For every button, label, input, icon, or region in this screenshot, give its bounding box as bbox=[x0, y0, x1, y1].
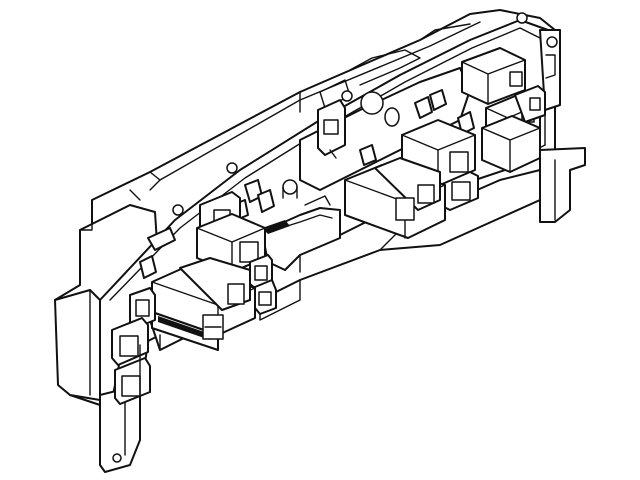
relay-slot bbox=[529, 97, 541, 111]
relay-slot bbox=[509, 71, 523, 87]
relay-terminal bbox=[451, 181, 471, 201]
relay-block-center-lower bbox=[344, 157, 446, 239]
socket-slot bbox=[121, 375, 141, 397]
right-mounting-tab bbox=[539, 29, 586, 223]
socket-slot bbox=[135, 299, 150, 317]
relay-socket-upper bbox=[317, 99, 346, 159]
relay-slot bbox=[254, 265, 268, 281]
mounting-hole bbox=[112, 453, 122, 463]
frame-outline-details bbox=[79, 29, 561, 411]
relay-terminal bbox=[417, 184, 435, 204]
relay-block-left-lower bbox=[151, 257, 256, 351]
relay-terminal bbox=[449, 151, 469, 173]
relay-block-left-upper bbox=[196, 213, 277, 315]
socket-slot bbox=[323, 119, 339, 135]
fuse-holder-center bbox=[261, 195, 341, 273]
peg-3 bbox=[341, 90, 353, 102]
left-edge-sockets bbox=[111, 227, 176, 405]
relay-terminal bbox=[227, 283, 245, 305]
relay-terminal bbox=[395, 197, 415, 221]
frame-pegs bbox=[172, 12, 528, 216]
left-mounting-bracket bbox=[99, 384, 141, 473]
screw-hole-top-right bbox=[546, 36, 558, 48]
peg-4 bbox=[516, 12, 528, 24]
relay-block-right-middle bbox=[481, 115, 541, 173]
peg-2 bbox=[226, 162, 238, 174]
relay-slot bbox=[258, 291, 272, 306]
round-hole-small bbox=[384, 107, 400, 127]
socket-slot bbox=[119, 335, 139, 357]
cylinder-post bbox=[282, 179, 298, 195]
round-hole-large bbox=[360, 91, 384, 115]
small-connectors-center bbox=[359, 89, 475, 166]
peg-1 bbox=[172, 204, 184, 216]
